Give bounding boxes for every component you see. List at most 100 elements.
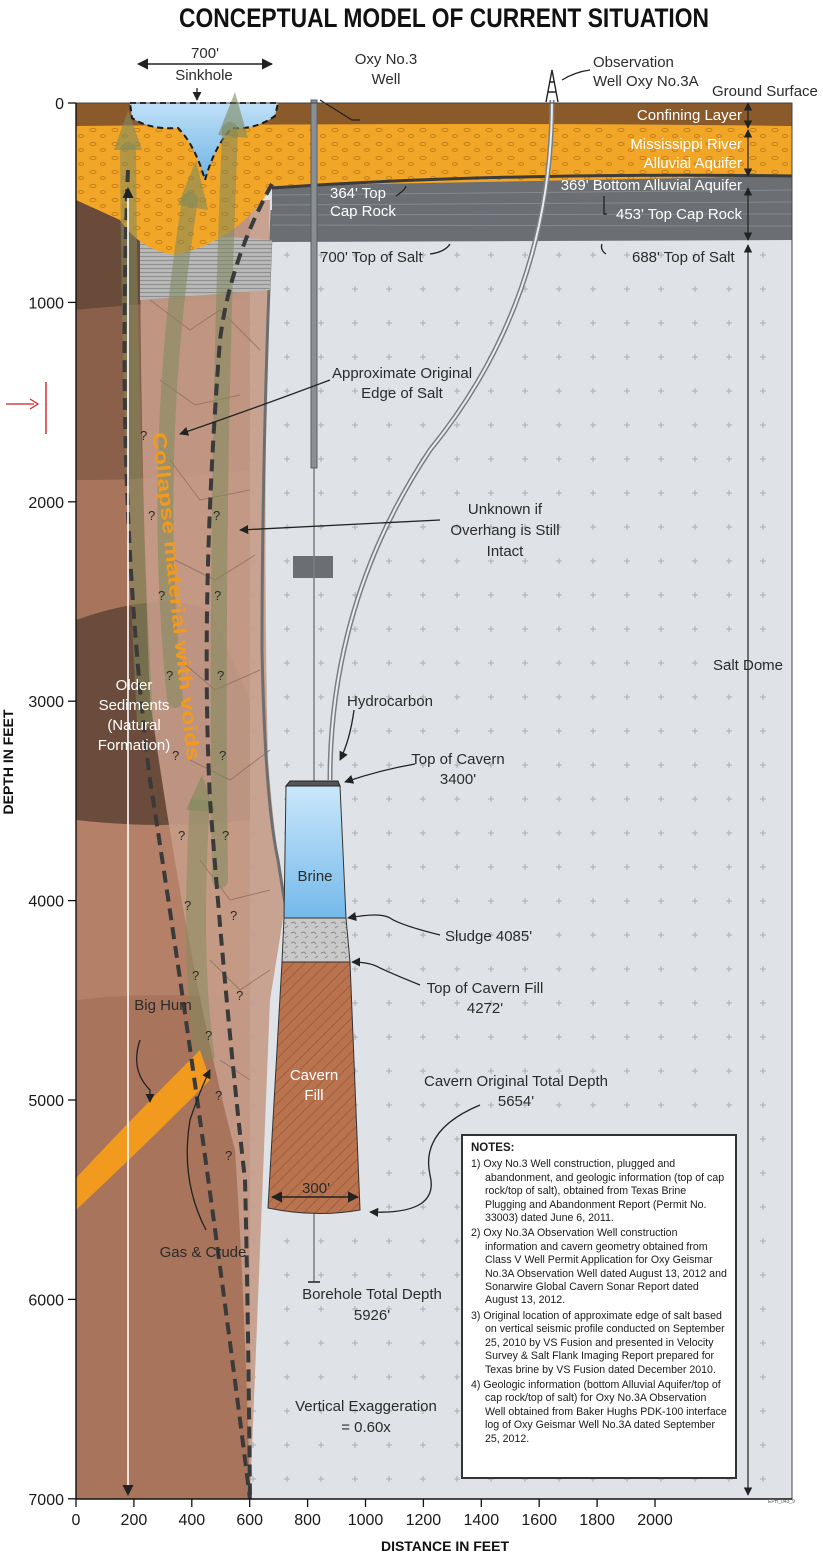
top-of-fill-label-2: 4272' — [467, 1000, 503, 1017]
brine-label: Brine — [297, 868, 332, 885]
void-question-marks: ??????????? ??????? — [140, 428, 243, 1163]
svg-text:?: ? — [192, 968, 199, 983]
big-hum-band — [76, 1050, 210, 1210]
gas-crude-label: Gas & Crude — [160, 1244, 247, 1261]
svg-text:?: ? — [222, 828, 229, 843]
alluvial-aquifer-label-1: Mississippi River — [630, 136, 742, 153]
sinkhole-width-label: 700' — [191, 45, 219, 62]
x-tick-label: 1400 — [464, 1512, 500, 1529]
borehole-depth-label-2: 5926' — [354, 1307, 390, 1324]
y-tick-label: 7000 — [28, 1492, 64, 1509]
original-depth-label-1: Cavern Original Total Depth — [424, 1073, 608, 1090]
oxy3-well-casing — [310, 99, 318, 469]
aquifer-base-line — [271, 173, 793, 190]
svg-text:?: ? — [148, 508, 155, 523]
overhang-label-3: Intact — [487, 543, 525, 560]
older-sediments-label-4: Formation) — [98, 737, 171, 754]
leader-lines — [136, 69, 607, 1231]
y-tick-label: 1000 — [28, 295, 64, 312]
x-tick-label: 2000 — [637, 1512, 673, 1529]
svg-text:?: ? — [225, 1148, 232, 1163]
x-tick-label: 0 — [72, 1512, 81, 1529]
note-item-1: 1) Oxy No.3 Well construction, plugged a… — [471, 1158, 725, 1225]
x-tick-label: 1000 — [348, 1512, 384, 1529]
hydrocarbon-label: Hydrocarbon — [347, 693, 433, 710]
top-of-cavern-label-1: Top of Cavern — [411, 751, 504, 768]
y-tick-label: 5000 — [28, 1093, 64, 1110]
top-salt-700-label: 700' Top of Salt — [320, 249, 423, 266]
pointer-marker-icon — [6, 382, 47, 434]
salt-edge-line — [260, 209, 292, 931]
note-item-4: 4) Geologic information (bottom Alluvial… — [471, 1378, 727, 1445]
older-sediments-label-2: Sediments — [99, 697, 170, 714]
svg-text:?: ? — [178, 828, 185, 843]
observation-well-inner — [329, 99, 553, 781]
confining-layer-label: Confining Layer — [637, 107, 742, 124]
top-of-fill-label-1: Top of Cavern Fill — [427, 980, 544, 997]
x-tick-label: 1600 — [521, 1512, 557, 1529]
top-cap-364-label-2: Cap Rock — [330, 203, 396, 220]
oxy3-well-label-2: Well — [372, 71, 401, 88]
cavern-fill-label-1: Cavern — [290, 1067, 338, 1084]
svg-text:?: ? — [140, 428, 147, 443]
y-tick-label: 6000 — [28, 1292, 64, 1309]
top-salt-688-label: 688' Top of Salt — [632, 249, 735, 266]
top-cap-364-label-1: 364' Top — [330, 185, 386, 202]
observation-well-label-1: Observation — [593, 54, 674, 71]
original-depth-label-2: 5654' — [498, 1093, 534, 1110]
x-tick-label: 800 — [294, 1512, 321, 1529]
salt-dome-label: Salt Dome — [713, 657, 783, 674]
oxy3-well-plug — [293, 556, 333, 578]
svg-text:?: ? — [172, 748, 179, 763]
x-tick-label: 400 — [178, 1512, 205, 1529]
derrick-icon — [545, 69, 559, 103]
svg-text:?: ? — [166, 668, 173, 683]
sludge-label: Sludge 4085' — [445, 928, 532, 945]
svg-text:?: ? — [214, 588, 221, 603]
svg-text:?: ? — [215, 1088, 222, 1103]
figure-code: EPH_043_9 — [768, 1499, 795, 1505]
y-tick-label: 4000 — [28, 894, 64, 911]
svg-text:?: ? — [230, 908, 237, 923]
big-hum-label: Big Hum — [134, 997, 192, 1014]
svg-text:?: ? — [236, 988, 243, 1003]
cap-rock — [272, 172, 792, 242]
notes-box: NOTES: 1) Oxy No.3 Well construction, pl… — [461, 1134, 737, 1479]
ground-surface-label: Ground Surface — [712, 83, 818, 100]
collapse-boundary-right — [204, 183, 274, 1500]
svg-text:?: ? — [205, 1028, 212, 1043]
vertical-exaggeration-label-2: = 0.60x — [341, 1419, 391, 1436]
edge-of-salt-label-2: Edge of Salt — [361, 385, 444, 402]
oxy3-well-label-1: Oxy No.3 — [355, 51, 418, 68]
bottom-alluvial-label: 369' Bottom Alluvial Aquifer — [561, 177, 742, 194]
migration-arrowheads — [114, 92, 248, 210]
note-item-3: 3) Original location of approximate edge… — [471, 1309, 725, 1376]
cavern-fill — [267, 961, 361, 1215]
sinkhole-label: Sinkhole — [175, 67, 233, 84]
observation-well-label-2: Well Oxy No.3A — [593, 73, 699, 90]
note-item-2: 2) Oxy No.3A Observation Well constructi… — [471, 1227, 727, 1307]
y-axis-label: DEPTH IN FEET — [0, 709, 16, 814]
cavern-sludge — [281, 917, 351, 963]
y-tick-label: 3000 — [28, 694, 64, 711]
svg-text:?: ? — [158, 588, 165, 603]
vertical-exaggeration-label-1: Vertical Exaggeration — [295, 1398, 437, 1415]
x-tick-label: 1200 — [406, 1512, 442, 1529]
svg-text:?: ? — [217, 668, 224, 683]
alluvial-aquifer — [76, 118, 792, 255]
y-tick-label: 2000 — [28, 495, 64, 512]
gas-migration-arrow — [186, 799, 215, 1062]
y-axis-ticks: 0 1000 2000 3000 4000 5000 6000 7000 — [28, 96, 76, 1509]
hydrocarbon-layer — [284, 780, 341, 787]
cavern-fill-label-2: Fill — [304, 1087, 323, 1104]
x-tick-label: 600 — [236, 1512, 263, 1529]
older-sediments-label-3: (Natural — [107, 717, 160, 734]
x-tick-label: 1800 — [579, 1512, 615, 1529]
cap-rock-lines — [271, 189, 793, 227]
overhang-label-2: Overhang is Still — [450, 522, 559, 539]
top-cap-453-label: 453' Top Cap Rock — [616, 206, 742, 223]
y-tick-label: 0 — [55, 96, 64, 113]
x-axis-label: DISTANCE IN FEET — [381, 1538, 510, 1554]
